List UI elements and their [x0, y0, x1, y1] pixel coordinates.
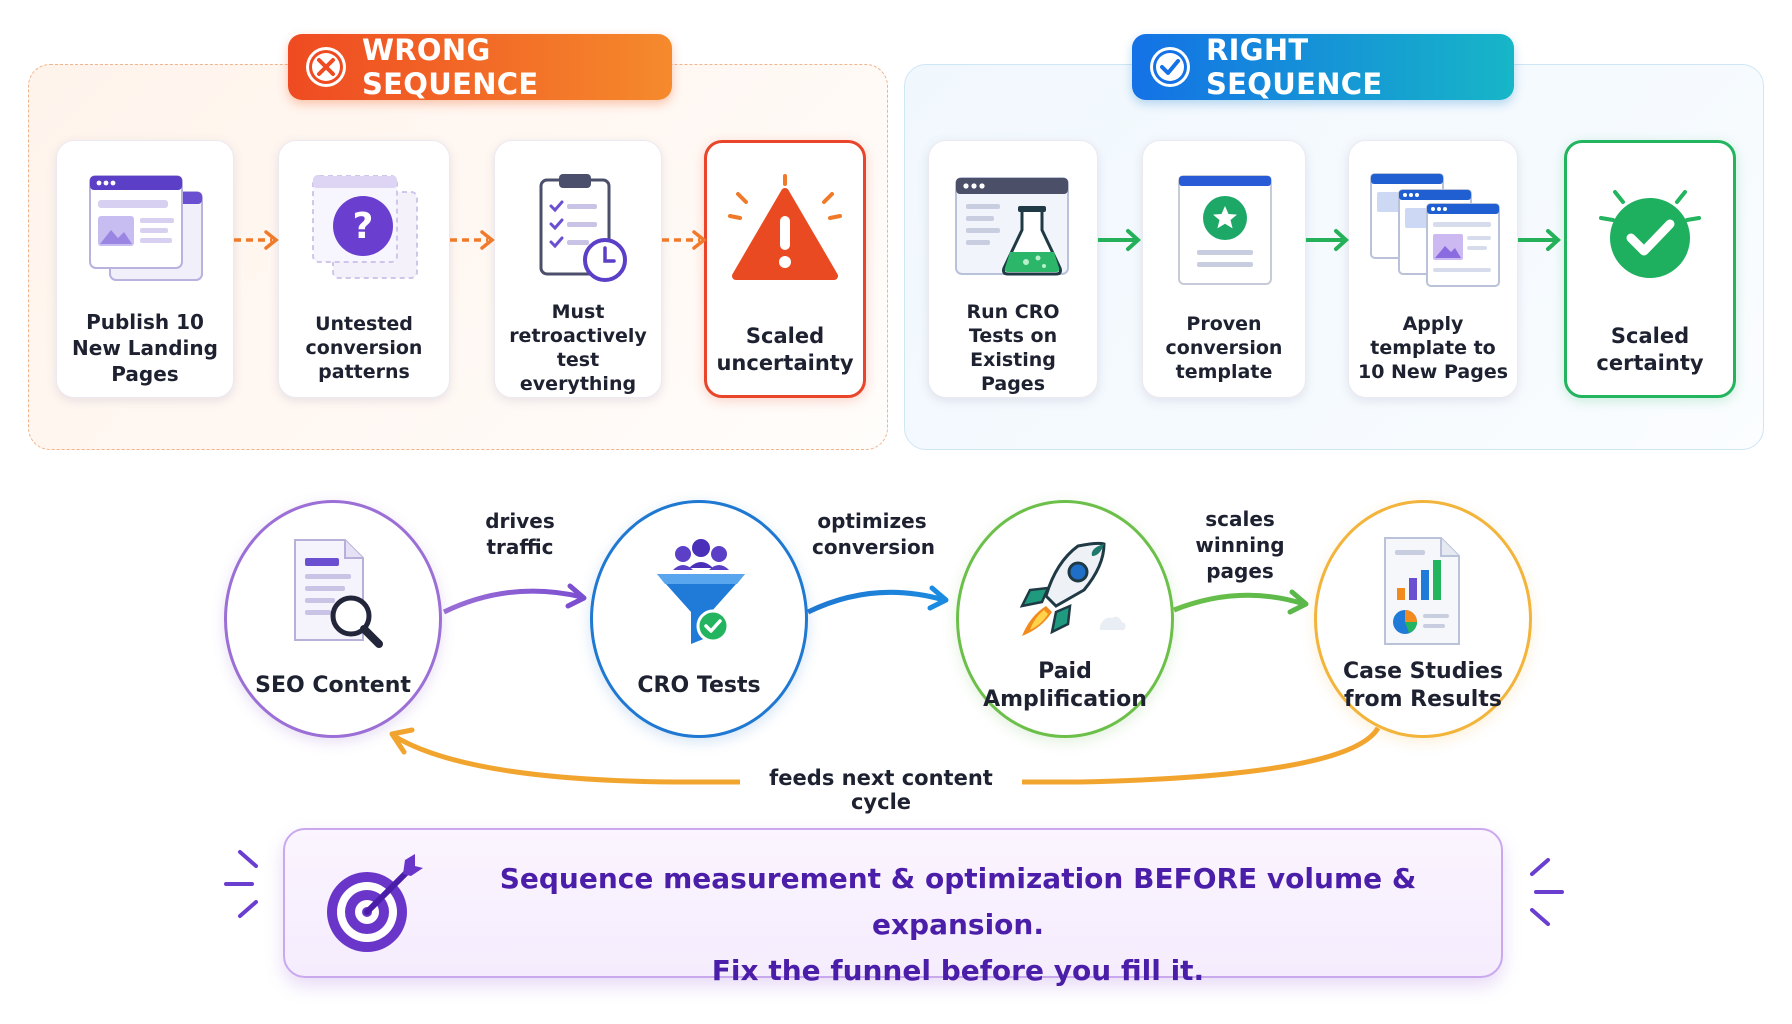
- flask-browser-icon: [929, 163, 1097, 295]
- cycle-node-seo: SEO Content: [224, 500, 442, 738]
- right-step-2: Proven conversion template: [1142, 140, 1306, 398]
- wrong-step-3-label: Must retroactively test everything: [509, 301, 647, 395]
- wrong-step-1-label: Publish 10 New Landing Pages: [72, 310, 218, 386]
- feedback-arrow: [392, 726, 1381, 785]
- right-arrow-2: [1306, 229, 1349, 251]
- right-step-1-label: Run CRO Tests on Existing Pages: [966, 301, 1060, 395]
- wrong-step-4: Scaled uncertainty: [704, 140, 866, 398]
- right-step-3: Apply template to 10 New Pages: [1348, 140, 1518, 398]
- right-arrow-3: [1518, 229, 1561, 251]
- cycle-node-cro: CRO Tests: [590, 500, 808, 738]
- edge-arrow-1-head: [565, 583, 587, 609]
- clipboard-clock-icon: [495, 163, 661, 295]
- right-step-1: Run CRO Tests on Existing Pages: [928, 140, 1098, 398]
- wrong-sequence-title: WRONG SEQUENCE: [362, 33, 539, 101]
- chart-report-icon: [1317, 527, 1529, 657]
- cycle-node-case-label: Case Studies from Results: [1343, 659, 1503, 712]
- wrong-arrow-2: [450, 230, 495, 250]
- right-sequence-header: RIGHT SEQUENCE: [1132, 33, 1514, 101]
- edge-label-scales-winning-pages: scales winning pages: [1195, 507, 1285, 583]
- right-step-4-label: Scaled certainty: [1596, 324, 1704, 375]
- key-message-banner: Sequence measurement & optimization BEFO…: [283, 828, 1503, 987]
- edge-arrow-3: [1173, 592, 1305, 613]
- edge-label-drives-traffic: drives traffic: [485, 509, 555, 559]
- right-arrow-1: [1098, 229, 1141, 251]
- right-step-3-label: Apply template to 10 New Pages: [1357, 313, 1509, 383]
- wrong-step-2-label: Untested conversion patterns: [305, 313, 423, 383]
- target-icon: [319, 850, 429, 964]
- right-rays-decoration: [1530, 858, 1564, 926]
- edge-arrow-2: [806, 589, 945, 615]
- edge-arrow-3-head: [1287, 589, 1309, 615]
- funnel-icon: [593, 527, 805, 657]
- check-icon: [1150, 47, 1190, 87]
- right-sequence-title: RIGHT SEQUENCE: [1206, 33, 1383, 101]
- left-rays-decoration: [224, 850, 258, 918]
- warning-icon: [707, 165, 863, 297]
- cycle-node-cro-label: CRO Tests: [637, 673, 761, 698]
- wrong-arrow-1: [234, 230, 279, 250]
- cycle-node-paid-label: Paid Amplification: [983, 659, 1147, 712]
- edge-label-optimizes-conversion: optimizes conversion: [812, 509, 936, 559]
- edge-arrow-2-head: [927, 585, 949, 611]
- right-step-4: Scaled certainty: [1564, 140, 1736, 398]
- landing-pages-icon: [57, 163, 233, 295]
- stacked-pages-icon: [1349, 163, 1517, 295]
- checkmark-icon: [1567, 165, 1733, 297]
- svg-text:?: ?: [353, 206, 374, 247]
- edge-arrow-1: [442, 588, 583, 615]
- x-icon: [306, 47, 346, 87]
- feedback-arrow-head: [389, 727, 415, 755]
- wrong-arrow-3: [662, 230, 707, 250]
- wrong-step-2: ? Untested conversion patterns: [278, 140, 450, 398]
- cycle-node-seo-label: SEO Content: [255, 673, 411, 698]
- document-search-icon: [227, 527, 439, 657]
- banner-line-2: Fix the funnel before you fill it.: [711, 954, 1205, 987]
- wrong-step-4-label: Scaled uncertainty: [716, 324, 854, 375]
- cycle-node-paid: Paid Amplification: [956, 500, 1174, 738]
- rocket-icon: [959, 527, 1171, 657]
- question-icon: ?: [279, 163, 449, 295]
- wrong-sequence-header: WRONG SEQUENCE: [288, 33, 672, 101]
- feedback-label: feeds next content cycle: [740, 766, 1022, 814]
- right-step-2-label: Proven conversion template: [1165, 313, 1283, 383]
- wrong-step-1: Publish 10 New Landing Pages: [56, 140, 234, 398]
- banner-line-1: Sequence measurement & optimization BEFO…: [499, 862, 1417, 941]
- wrong-step-3: Must retroactively test everything: [494, 140, 662, 398]
- cycle-node-case: Case Studies from Results: [1314, 500, 1532, 738]
- star-document-icon: [1143, 163, 1305, 295]
